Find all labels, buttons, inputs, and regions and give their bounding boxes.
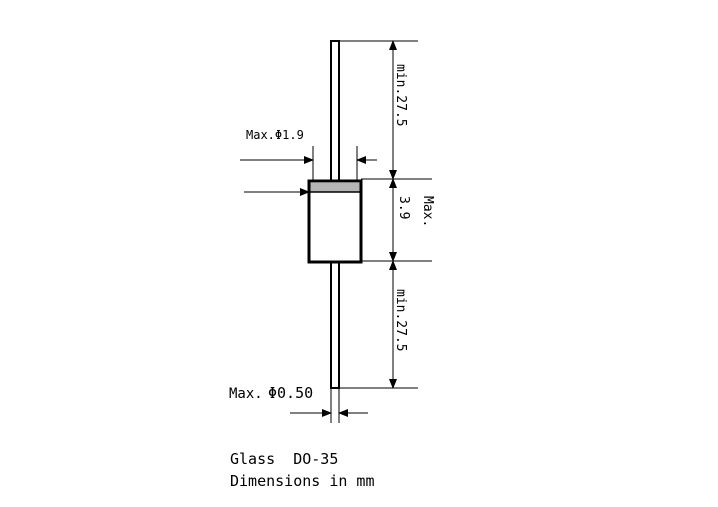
units-caption: Dimensions in mm [230,472,375,490]
package-caption: Glass DO-35 [230,450,339,468]
bottom-lead [330,261,340,389]
lead-diameter-value-label: Φ0.50 [268,384,313,402]
bottom-lead-length-label: min.27.5 [393,289,408,352]
diode-body [307,179,363,264]
cathode-band [310,183,360,192]
top-lead-length-label: min.27.5 [393,64,408,127]
top-lead [330,40,340,182]
body-diameter-label: Max.Φ1.9 [246,128,304,142]
body-length-prefix-label: Max. [420,196,435,227]
lead-diameter-prefix-label: Max. [229,386,263,402]
body-length-value-label: 3.9 [396,196,411,219]
